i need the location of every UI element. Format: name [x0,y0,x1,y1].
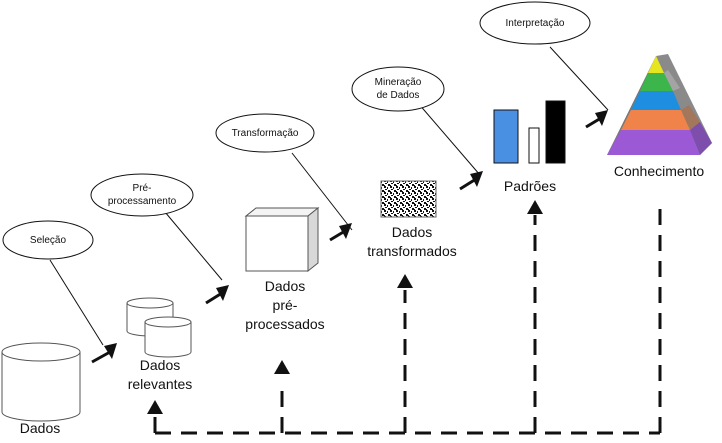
data-cylinder-icon [1,342,81,422]
knowledge-pyramid-icon [607,54,712,155]
interpretation-step-label: Interpretação [505,17,565,29]
callout-lines [49,46,609,346]
stage-label-conhecimento: Conhecimento [613,163,705,179]
transformed-data-noise-icon [380,180,437,218]
patterns-bars-icon [493,100,566,164]
feedback-dashed-lines [153,200,662,435]
stage-label-dados-transformados: Dados transformados [367,224,457,259]
stage-arrows [91,110,608,364]
stage-label-dados-relevantes: Dados relevantes [127,357,193,392]
selection-step-label: Seleção [29,234,67,246]
relevant-data-cylinders-icon [126,297,192,358]
stage-label-padroes: Padrões [503,178,557,194]
transformation-step-label: Transformação [231,127,299,139]
feedback-arrowheads [147,200,543,414]
data-mining-step-label: Mineração de Dados [374,77,422,101]
preprocessed-data-cube-icon [244,206,320,273]
step-ellipses [2,1,591,260]
stage-label-dados-preprocessados: Dados pré- processados [245,278,325,332]
preprocessing-step-label: Pré- processamento [107,183,177,207]
stage-label-dados: Dados [19,420,61,436]
